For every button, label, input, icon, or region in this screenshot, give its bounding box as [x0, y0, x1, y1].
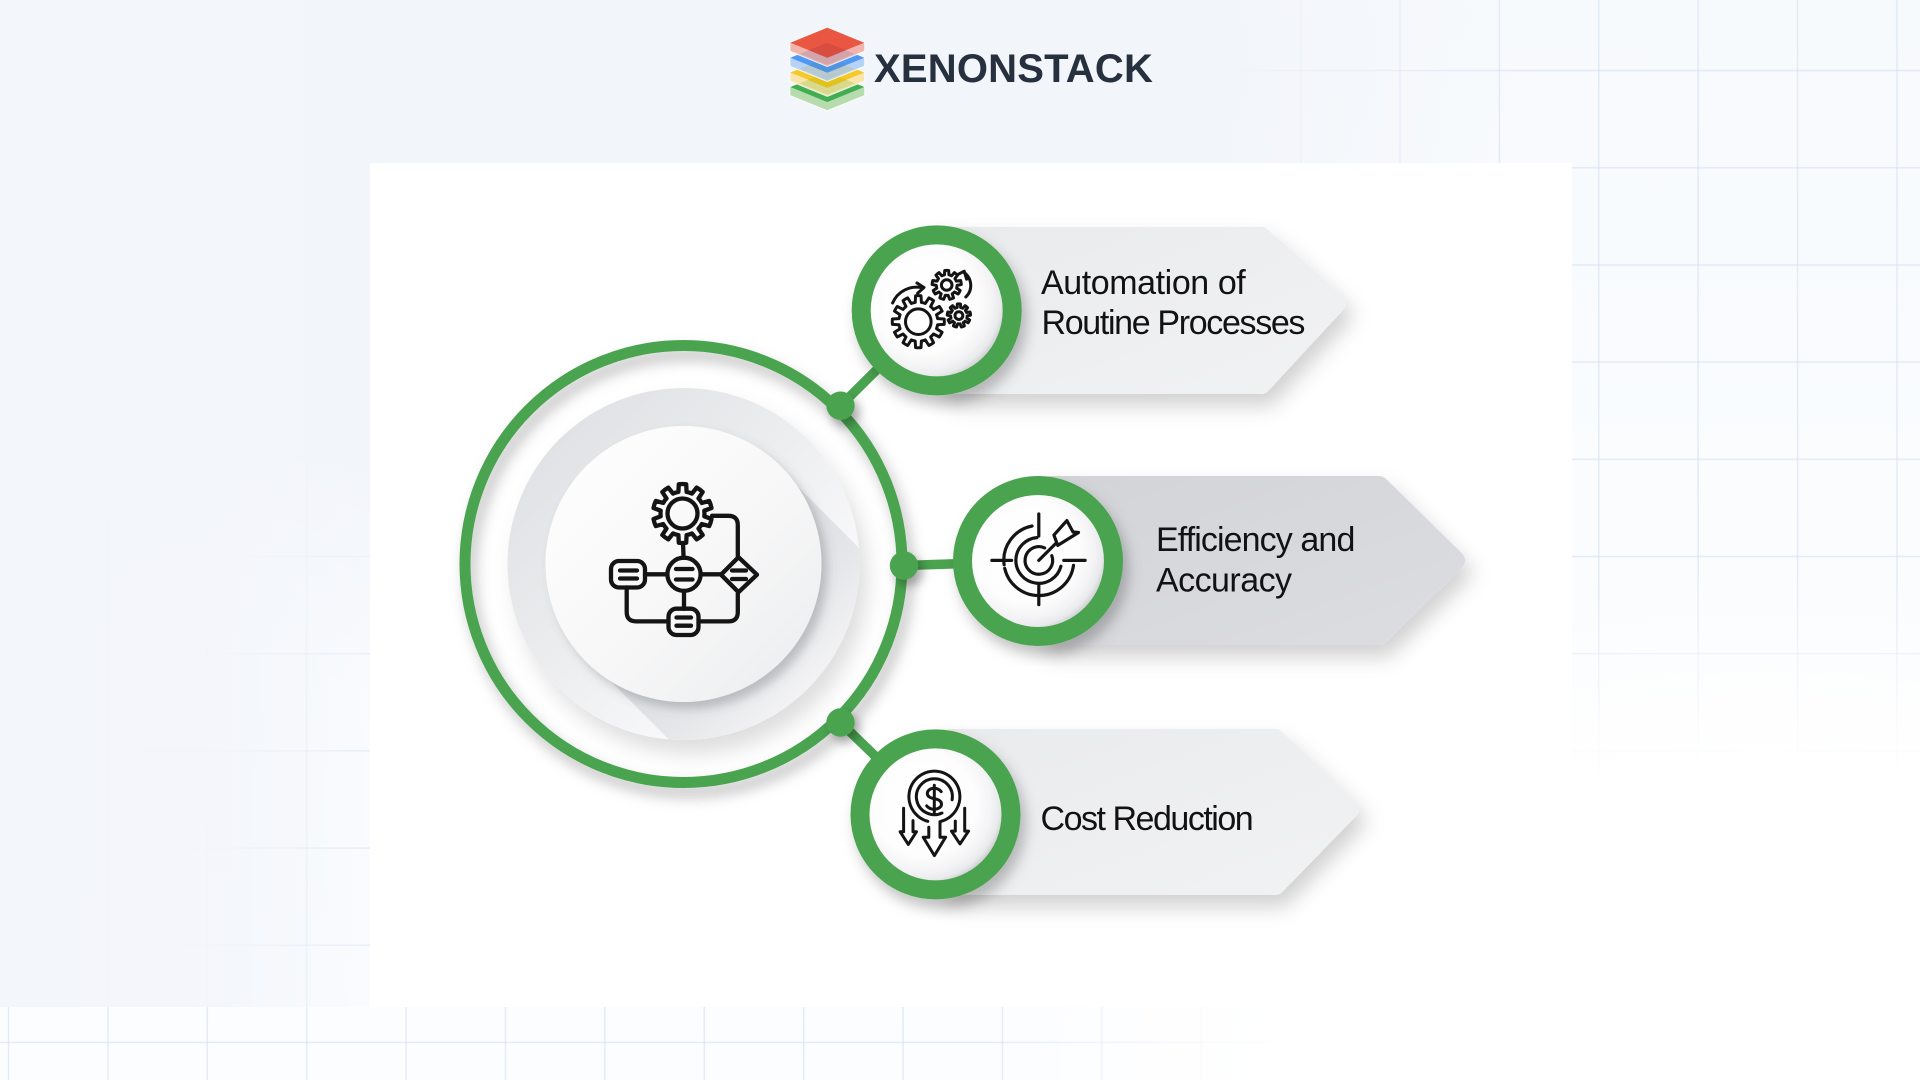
svg-text:Routine Processes: Routine Processes [1042, 304, 1305, 342]
svg-text:XENONSTACK: XENONSTACK [874, 47, 1153, 91]
svg-text:Efficiency and: Efficiency and [1156, 521, 1354, 559]
svg-text:Cost Reduction: Cost Reduction [1041, 800, 1253, 838]
svg-text:Automation of: Automation of [1041, 264, 1246, 302]
svg-text:Accuracy: Accuracy [1156, 562, 1292, 600]
